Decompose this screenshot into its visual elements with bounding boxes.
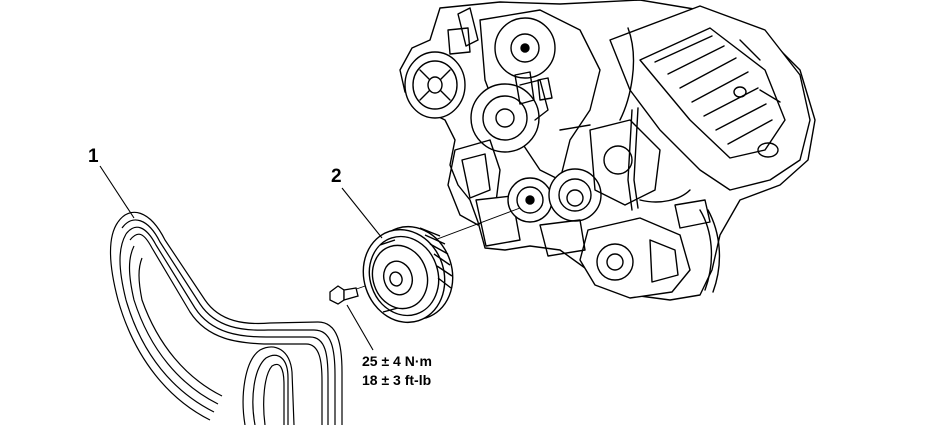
- pulley-bolt: [329, 285, 359, 305]
- ac-compressor: [579, 217, 691, 299]
- alternator-pulley: [470, 79, 549, 153]
- leader-line-torque: [346, 304, 374, 351]
- torque-spec-metric: 25 ± 4 N·m: [362, 353, 432, 369]
- leader-line-belt: [99, 165, 135, 219]
- callout-pulley-number: 2: [331, 166, 342, 187]
- leader-line-pulley: [341, 187, 383, 239]
- callout-belt-number: 1: [88, 146, 99, 167]
- drive-belt: [109, 211, 343, 425]
- power-steering-pulley: [404, 51, 466, 119]
- torque-spec-imperial: 18 ± 3 ft-lb: [362, 372, 432, 388]
- crankshaft-pulley: [362, 225, 454, 324]
- valve-cover: [609, 5, 811, 191]
- engine-assembly: [399, 0, 816, 301]
- upper-idler-pulley: [494, 17, 556, 79]
- dipstick-tube: [627, 107, 639, 211]
- tensioner-pulley: [507, 177, 553, 223]
- coolant-pipe: [699, 209, 721, 293]
